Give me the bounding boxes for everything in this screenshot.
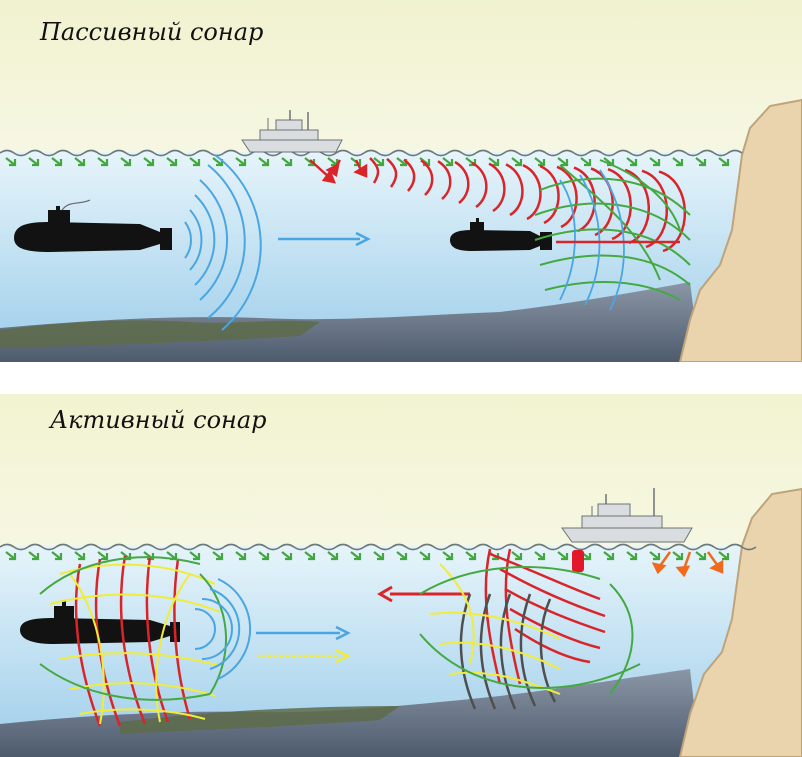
surface-arrow xyxy=(51,157,63,167)
surface-arrow xyxy=(580,157,592,167)
cliff xyxy=(678,98,802,362)
surface-arrow xyxy=(258,157,270,167)
surface-arrow xyxy=(488,157,500,167)
surface-arrow xyxy=(5,157,17,167)
active-sonar-title: Активный сонар xyxy=(50,406,267,434)
red-wave-arc xyxy=(556,165,578,229)
passive-sonar-panel: Пассивный сонар xyxy=(0,0,802,362)
surface-arrow xyxy=(97,157,109,167)
surface-arrow xyxy=(557,157,569,167)
red-wave-arc xyxy=(454,160,470,204)
active-sonar-panel: Активный сонар xyxy=(0,394,802,757)
surface-arrow xyxy=(189,551,201,561)
active-sub-blue-waves xyxy=(194,578,252,680)
surface-arrow xyxy=(120,157,132,167)
surface-wave-line xyxy=(0,543,757,551)
red-wave-arc xyxy=(471,161,488,209)
active-red-arrow xyxy=(377,585,470,603)
surface-arrow xyxy=(350,551,362,561)
active-ship-yellow-waves xyxy=(429,563,561,695)
surface-arrow xyxy=(396,551,408,561)
surface-arrow xyxy=(235,157,247,167)
surface-arrow xyxy=(143,157,155,167)
active-ship-green-waves xyxy=(419,566,641,695)
surface-arrow xyxy=(534,157,546,167)
active-sub-green-waves xyxy=(39,556,227,701)
surface-arrow xyxy=(465,551,477,561)
passive-green-waves xyxy=(534,159,691,301)
red-wave-arc xyxy=(505,163,524,217)
active-ship-red-waves xyxy=(484,548,606,685)
surface-arrow xyxy=(649,551,661,561)
surface-arrow xyxy=(626,551,638,561)
seabed-moss xyxy=(0,320,320,348)
red-wave-arc xyxy=(539,164,560,225)
surface-arrow xyxy=(166,157,178,167)
surface-green-arrows xyxy=(5,551,730,561)
passive-blue-emitted-waves xyxy=(184,154,262,331)
active-sub-yellow-waves xyxy=(49,563,221,725)
cliff xyxy=(678,487,802,757)
sky xyxy=(0,394,802,546)
surface-arrow xyxy=(718,157,730,167)
surface-arrow xyxy=(419,551,431,561)
passive-sonar-title: Пассивный сонар xyxy=(40,18,264,46)
surface-arrow xyxy=(373,551,385,561)
surface-arrow xyxy=(97,551,109,561)
surface-arrow xyxy=(51,551,63,561)
red-wave-arc xyxy=(607,168,632,241)
surface-arrow xyxy=(74,157,86,167)
ship-sonar-emitter xyxy=(572,550,584,572)
surface-arrow xyxy=(281,157,293,167)
surface-arrow xyxy=(212,551,224,561)
surface-arrow xyxy=(626,157,638,167)
seabed-moss xyxy=(120,706,400,734)
red-wave-arc xyxy=(386,157,398,188)
surface-arrow xyxy=(74,551,86,561)
red-wave-arc xyxy=(420,159,434,196)
passive-ship-red-arrows xyxy=(309,159,368,184)
red-wave-arc xyxy=(437,160,452,200)
surface-arrow xyxy=(304,551,316,561)
surface-arrow xyxy=(603,551,615,561)
active-yellow-arrow xyxy=(258,648,351,664)
surface-arrow xyxy=(235,551,247,561)
ship xyxy=(241,110,343,153)
surface-arrow xyxy=(281,551,293,561)
sky xyxy=(0,0,802,152)
red-wave-arc xyxy=(573,166,596,233)
surface-arrow xyxy=(327,551,339,561)
active-sonar-scene xyxy=(0,394,802,757)
surface-arrow xyxy=(672,157,684,167)
surface-arrow xyxy=(695,157,707,167)
surface-arrow xyxy=(442,551,454,561)
red-wave-arc xyxy=(369,157,380,184)
red-wave-arc xyxy=(522,164,542,221)
surface-arrow xyxy=(189,157,201,167)
surface-arrow xyxy=(373,157,385,167)
active-blue-arrow xyxy=(256,625,351,641)
surface-arrow xyxy=(557,551,569,561)
surface-arrow xyxy=(28,551,40,561)
passive-sonar-scene xyxy=(0,0,802,362)
surface-arrow xyxy=(28,157,40,167)
surface-wave-line xyxy=(0,149,743,157)
surface-arrow xyxy=(718,551,730,561)
red-wave-arc xyxy=(403,158,416,192)
surface-arrow xyxy=(5,551,17,561)
surface-arrow xyxy=(672,551,684,561)
active-ship-orange-arrows xyxy=(651,551,724,578)
surface-arrow xyxy=(511,157,523,167)
surface-arrow xyxy=(534,551,546,561)
submarine-left xyxy=(14,199,172,252)
ship xyxy=(561,488,693,543)
surface-arrow xyxy=(258,551,270,561)
surface-arrow xyxy=(649,157,661,167)
red-wave-arc xyxy=(488,162,506,213)
passive-blue-arrow xyxy=(278,231,371,247)
surface-arrow xyxy=(442,157,454,167)
surface-arrow xyxy=(695,551,707,561)
red-wave-arc xyxy=(590,167,614,237)
surface-arrow xyxy=(511,551,523,561)
